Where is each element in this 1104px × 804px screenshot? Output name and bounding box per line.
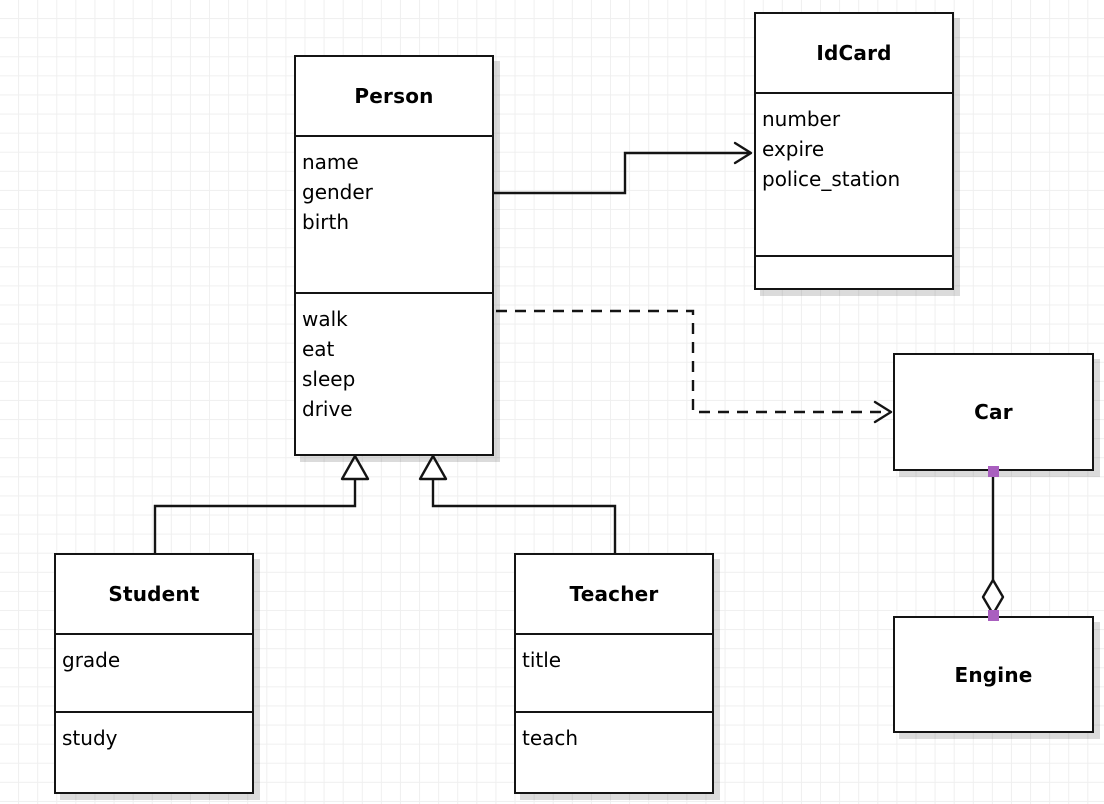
class-title-compartment: IdCard: [756, 14, 952, 92]
operation-item: study: [62, 726, 118, 750]
class-box-student[interactable]: Student grade study: [54, 553, 254, 794]
attribute-item: police_station: [762, 167, 901, 191]
operation-item: teach: [522, 726, 579, 750]
class-title-compartment: Person: [296, 57, 492, 135]
class-operations-compartment: teach: [516, 711, 712, 792]
class-title-compartment: Teacher: [516, 555, 712, 633]
class-name-student: Student: [108, 582, 200, 606]
relationship-person-car[interactable]: [496, 309, 893, 424]
class-name-teacher: Teacher: [569, 582, 659, 606]
class-name-idcard: IdCard: [816, 41, 892, 65]
relationship-car-engine[interactable]: [981, 471, 1005, 616]
attribute-item: name: [302, 149, 359, 174]
class-box-car[interactable]: Car: [893, 353, 1094, 471]
operation-item: eat: [302, 336, 335, 361]
class-box-person[interactable]: Person name gender birth walk eat sleep …: [294, 55, 494, 456]
class-attributes-compartment: title: [516, 633, 712, 711]
class-title-compartment: Engine: [895, 618, 1092, 731]
class-box-teacher[interactable]: Teacher title teach: [514, 553, 714, 794]
attribute-item: title: [522, 648, 562, 672]
edge-handle-source[interactable]: [988, 466, 999, 477]
attribute-item: birth: [302, 209, 349, 234]
relationship-teacher-person[interactable]: [418, 454, 617, 553]
relationship-student-person[interactable]: [153, 454, 370, 553]
class-operations-compartment: [756, 255, 952, 288]
attribute-item: gender: [302, 179, 373, 204]
class-box-idcard[interactable]: IdCard number expire police_station: [754, 12, 954, 290]
class-box-engine[interactable]: Engine: [893, 616, 1094, 733]
class-operations-compartment: walk eat sleep drive: [296, 291, 492, 454]
class-name-person: Person: [354, 83, 434, 108]
class-title-compartment: Car: [895, 355, 1092, 469]
operation-item: drive: [302, 396, 353, 421]
operation-item: sleep: [302, 366, 356, 391]
class-name-engine: Engine: [954, 662, 1033, 687]
attribute-item: expire: [762, 137, 825, 161]
relationship-person-idcard[interactable]: [494, 141, 753, 195]
class-title-compartment: Student: [56, 555, 252, 633]
attribute-item: number: [762, 107, 841, 131]
class-attributes-compartment: number expire police_station: [756, 92, 952, 255]
class-name-car: Car: [974, 400, 1013, 424]
edge-handle-target[interactable]: [988, 610, 999, 621]
attribute-item: grade: [62, 648, 121, 672]
class-attributes-compartment: name gender birth: [296, 134, 492, 292]
operation-item: walk: [302, 306, 348, 331]
class-attributes-compartment: grade: [56, 633, 252, 711]
class-operations-compartment: study: [56, 711, 252, 792]
